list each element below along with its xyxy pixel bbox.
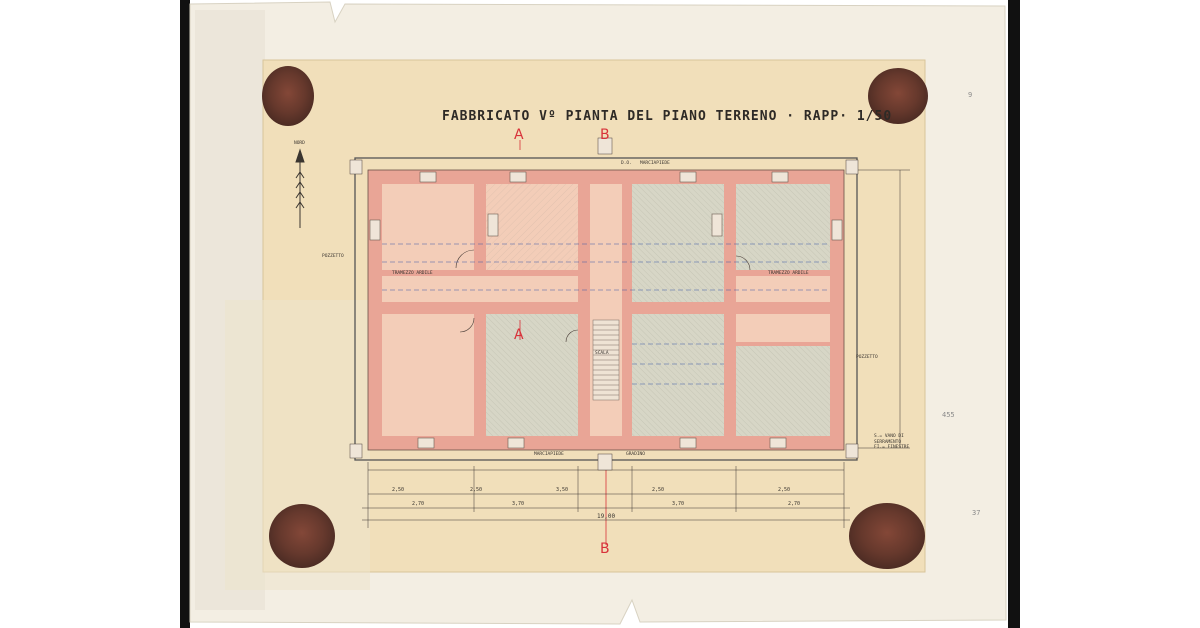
room-top-right-hatch (632, 184, 724, 302)
dim-lower-3: 3,70 (672, 501, 685, 507)
room-top-left-2-hatch (486, 184, 578, 270)
dim-lower-2: 3,70 (512, 501, 525, 507)
marciapiede-top-label: MARCIAPIEDE (640, 161, 670, 166)
marciapiede-bottom-label: MARCIAPIEDE (534, 452, 564, 457)
chimney-flues (369, 171, 843, 449)
door-swings (455, 249, 751, 343)
wax-seal-bottom-left (269, 504, 335, 568)
dim-upper-4: 2,50 (652, 487, 665, 493)
room-bottom-left-2-hatch (486, 314, 578, 436)
wax-seal-top-right (868, 68, 928, 124)
dim-upper-5: 2,50 (778, 487, 791, 493)
pencil-mark-2: 37 (972, 509, 981, 517)
corridor-left (382, 276, 578, 302)
room-bottom-right-hatch (632, 314, 724, 436)
section-mark-a-room: A (514, 327, 524, 343)
dim-upper-1: 2,50 (392, 487, 405, 493)
corridor-label-right: TRAMEZZO ARDILE (768, 271, 809, 276)
room-bottom-left (382, 314, 474, 436)
corridor-label-left: TRAMEZZO ARDILE (392, 271, 433, 276)
north-label: NORD (294, 141, 305, 146)
section-mark-b-top: B (600, 127, 610, 143)
corridor-right (736, 276, 830, 302)
gradino-label: GRADINO (626, 452, 645, 457)
pozzetto-right-label: POZZETTO (856, 355, 878, 360)
legend-notes: S.= VANO DI SERRAMENTO FI.= FINESTRE (874, 434, 910, 451)
section-mark-a-top: A (514, 127, 524, 143)
corridor-top-label: D.O. (621, 161, 632, 166)
room-bottom-right-2-hatch (736, 346, 830, 436)
room-top-right-2-hatch (736, 184, 830, 270)
dim-lower-1: 2,70 (412, 501, 425, 507)
section-lines (382, 243, 830, 385)
scala-label: SCALA (595, 351, 609, 356)
bath-right (736, 314, 830, 342)
drawing-title: FABBRICATO Vº PIANTA DEL PIANO TERRENO ·… (442, 109, 893, 124)
pencil-mark-3: 9 (968, 91, 973, 99)
scan-border-right (1008, 0, 1020, 628)
room-top-left (382, 184, 474, 270)
scan-border-left (180, 0, 190, 628)
dim-lower-4: 2,70 (788, 501, 801, 507)
dim-upper-3: 3,50 (556, 487, 569, 493)
section-mark-b-bottom: B (600, 541, 610, 557)
dim-upper-2: 2,50 (470, 487, 483, 493)
north-arrow (295, 148, 305, 228)
pozzetto-left-label: POZZETTO (322, 254, 344, 259)
wax-seal-bottom-right (849, 503, 925, 569)
overall-width-dimension: 19,00 (597, 513, 616, 520)
pencil-mark-1: 455 (942, 411, 955, 419)
staircase (592, 319, 620, 401)
wax-seal-top-left (262, 66, 314, 126)
wall-grid-markers (349, 137, 859, 471)
